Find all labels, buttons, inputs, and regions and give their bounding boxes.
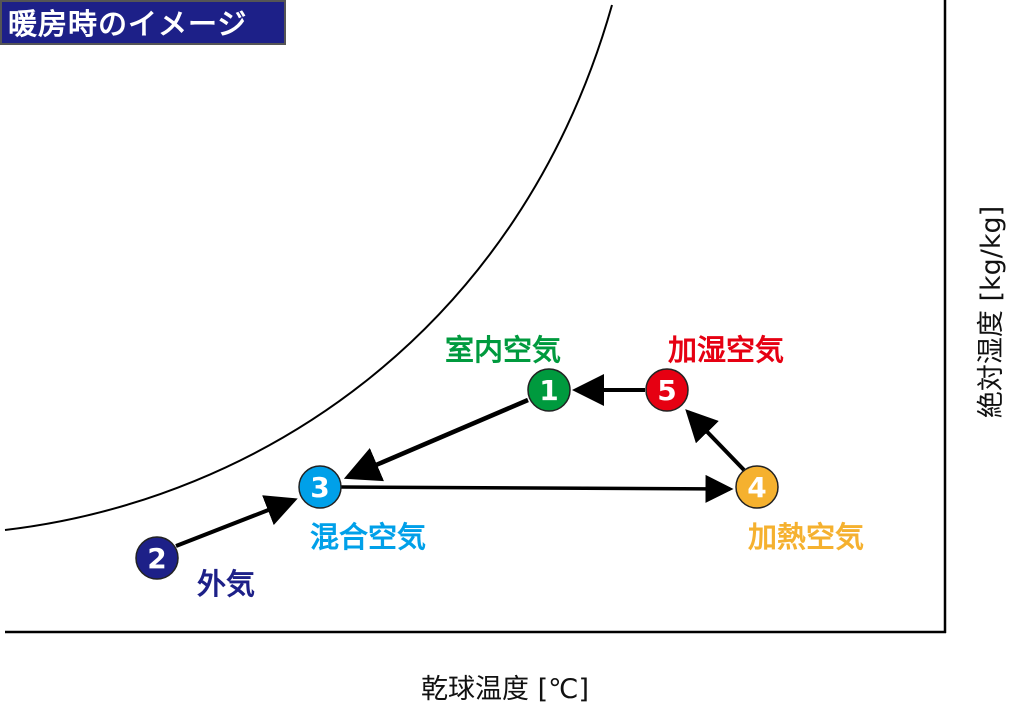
point-2-label: 外気 [197, 567, 255, 601]
point-2: 2 外気 [135, 536, 255, 601]
x-axis-label: 乾球温度 [℃] [421, 674, 589, 705]
point-1-number: 1 [539, 374, 558, 407]
arrow-4-to-5 [685, 409, 746, 472]
arrow-2-to-3 [175, 495, 298, 548]
y-axis-label: 絶対湿度 [kg/kg] [976, 206, 1007, 418]
point-5-number: 5 [657, 374, 676, 407]
point-4: 4 加熱空気 [735, 465, 864, 554]
arrow-3-to-4 [340, 474, 734, 503]
point-3-number: 3 [310, 471, 329, 504]
point-1: 1 室内空気 [445, 333, 571, 412]
point-4-number: 4 [747, 471, 766, 504]
point-5-label: 加湿空気 [668, 333, 784, 367]
saturation-curve [4, 4, 613, 531]
point-1-label: 室内空気 [445, 333, 561, 367]
point-3: 3 混合空気 [298, 465, 426, 554]
point-4-label: 加熱空気 [748, 520, 864, 554]
point-2-number: 2 [147, 542, 166, 575]
point-5: 5 加湿空気 [645, 333, 784, 412]
point-3-label: 混合空気 [310, 520, 426, 554]
arrow-1-to-3 [343, 397, 529, 482]
diagram-title: 暖房時のイメージ [0, 0, 286, 45]
